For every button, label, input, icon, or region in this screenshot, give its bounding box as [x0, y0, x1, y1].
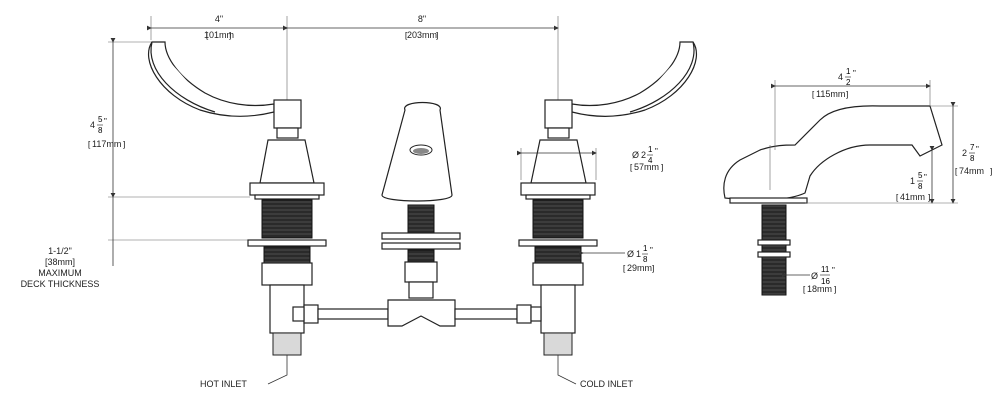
svg-text:16: 16 — [821, 277, 830, 286]
spout-height-dimension: 2 7 8 " [ 74mm ] — [805, 102, 992, 204]
svg-text:": " — [976, 145, 979, 154]
svg-text:1: 1 — [648, 145, 653, 154]
svg-text:MAXIMUM: MAXIMUM — [38, 268, 82, 278]
svg-text:41mm: 41mm — [900, 192, 925, 202]
handle-height-mm: 117mm — [92, 139, 121, 149]
handle-height-dimension: 4 5 8 " [ 117mm ] — [88, 38, 250, 198]
svg-text:1: 1 — [910, 176, 915, 186]
svg-text:1-1/2": 1-1/2" — [48, 246, 72, 256]
shank-diameter-dimension: Ø 1 1 8 " [ 29mm ] — [579, 244, 654, 273]
svg-text:8: 8 — [918, 182, 923, 191]
svg-text:]: ] — [846, 90, 848, 99]
svg-text:Ø: Ø — [811, 271, 818, 281]
spout-shank-dimension: Ø 11 16 " [ 18mm ] — [782, 265, 836, 294]
svg-text:Ø: Ø — [632, 150, 639, 160]
cold-handle-assembly — [518, 41, 698, 356]
svg-text:2: 2 — [962, 148, 967, 158]
svg-text:1: 1 — [846, 67, 851, 76]
center-spread-dimension: 8" [ 203mm ] — [283, 14, 559, 40]
center-spout — [381, 101, 461, 299]
handle-spread-mm: 101mm — [204, 30, 234, 40]
svg-text:[: [ — [812, 90, 815, 99]
svg-text:[38mm]: [38mm] — [45, 257, 75, 267]
svg-text:[: [ — [803, 285, 806, 294]
svg-text:": " — [650, 246, 653, 255]
svg-text:7: 7 — [970, 143, 975, 152]
svg-text:]: ] — [928, 193, 930, 202]
cold-inlet-callout: COLD INLET — [557, 355, 634, 389]
svg-text:2: 2 — [641, 150, 646, 160]
bracket: [ — [206, 31, 209, 40]
svg-text:8: 8 — [98, 126, 103, 135]
svg-text:18mm: 18mm — [807, 284, 832, 294]
svg-text:11: 11 — [821, 265, 830, 274]
svg-text:115mm: 115mm — [816, 89, 845, 99]
svg-text:]: ] — [661, 163, 663, 172]
svg-text:4: 4 — [648, 156, 653, 165]
svg-text:]: ] — [652, 264, 654, 273]
center-spread-inch: 8" — [418, 14, 426, 24]
svg-text:": " — [655, 147, 658, 156]
svg-text:]: ] — [123, 140, 125, 149]
svg-text:4: 4 — [838, 72, 843, 82]
svg-text:": " — [924, 173, 927, 182]
svg-text:]: ] — [436, 31, 438, 40]
svg-text:8: 8 — [643, 255, 648, 264]
svg-text:DECK THICKNESS: DECK THICKNESS — [21, 279, 100, 289]
svg-text:4: 4 — [90, 120, 95, 130]
spout-outlet-dimension: 1 5 8 " [ 41mm ] — [896, 146, 935, 204]
svg-text:[: [ — [623, 264, 626, 273]
deck-thickness-dimension: 1-1/2" [38mm] MAXIMUM DECK THICKNESS — [21, 197, 270, 289]
handle-spread-inch: 4" — [215, 14, 223, 24]
svg-text:57mm: 57mm — [634, 162, 659, 172]
svg-text:[: [ — [955, 167, 958, 176]
hot-inlet-label: HOT INLET — [200, 379, 247, 389]
bracket: ] — [229, 31, 231, 40]
svg-text:5: 5 — [918, 171, 923, 180]
svg-text:[: [ — [630, 163, 633, 172]
spout-side-view — [723, 105, 943, 296]
svg-text:[: [ — [405, 31, 408, 40]
hot-handle-assembly — [147, 41, 327, 356]
svg-text:29mm: 29mm — [627, 263, 652, 273]
svg-text:1: 1 — [636, 249, 641, 259]
svg-text:74mm: 74mm — [959, 166, 984, 176]
svg-text:]: ] — [990, 167, 992, 176]
svg-text:": " — [104, 117, 107, 126]
handle-spread-dimension: 4" [ 101mm ] — [147, 14, 559, 110]
svg-text:": " — [853, 69, 856, 78]
svg-text:[: [ — [896, 193, 899, 202]
svg-text:1: 1 — [643, 244, 648, 253]
svg-text:Ø: Ø — [627, 249, 634, 259]
escutcheon-diameter-dimension: Ø 2 1 4 " [ 57mm ] — [517, 145, 663, 180]
crossover-pipe — [292, 299, 542, 327]
svg-text:]: ] — [834, 285, 836, 294]
svg-text:5: 5 — [98, 115, 103, 124]
svg-text:8: 8 — [970, 154, 975, 163]
hot-inlet-callout: HOT INLET — [200, 355, 288, 389]
spout-reach-dimension: 4 1 2 " [ 115mm ] — [771, 67, 931, 150]
svg-text:2: 2 — [846, 78, 851, 87]
svg-text:[: [ — [88, 140, 91, 149]
cold-inlet-label: COLD INLET — [580, 379, 634, 389]
center-spread-mm: 203mm — [407, 30, 437, 40]
svg-text:": " — [832, 266, 835, 275]
